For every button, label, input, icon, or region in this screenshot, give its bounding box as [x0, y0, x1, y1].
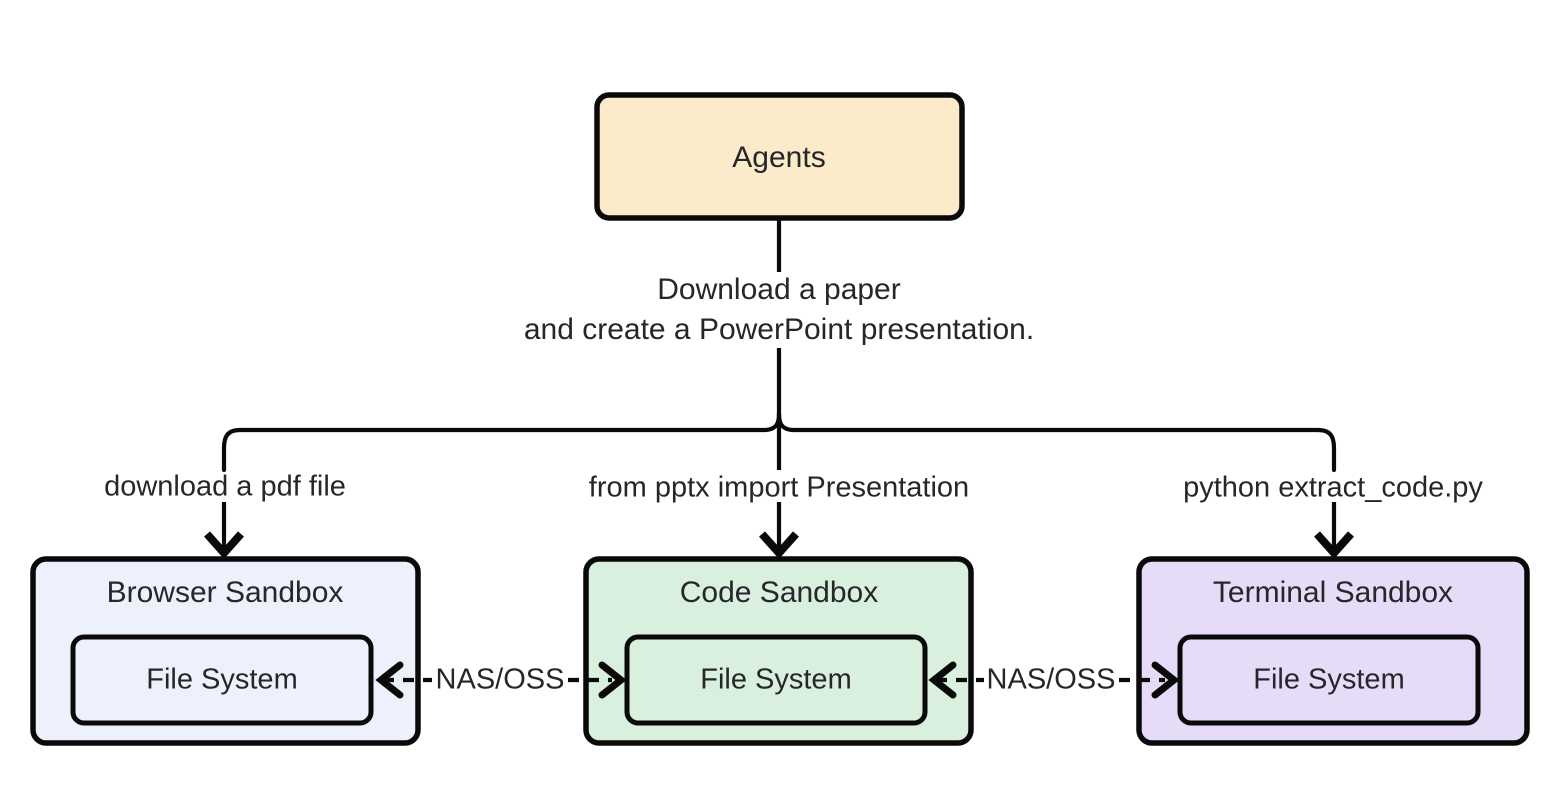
- node-terminal-file-system-label: File System: [1253, 664, 1404, 696]
- node-agents[interactable]: Agents: [594, 92, 965, 221]
- node-browser-file-system-label: File System: [146, 664, 297, 696]
- edge-browser-code-nas-oss: NAS/OSS: [375, 661, 627, 699]
- node-terminal-sandbox[interactable]: Terminal Sandbox File System: [1136, 556, 1530, 746]
- node-code-sandbox-label: Code Sandbox: [680, 576, 879, 609]
- node-agents-box[interactable]: [594, 92, 965, 221]
- edge-to-code-sandbox: [759, 502, 799, 559]
- node-browser-sandbox[interactable]: Browser Sandbox File System: [30, 556, 421, 746]
- node-code-file-system-label: File System: [700, 664, 851, 696]
- edge-label-to-terminal: python extract_code.py: [1183, 472, 1483, 504]
- node-terminal-sandbox-label: Terminal Sandbox: [1213, 576, 1453, 609]
- edge-label-task-line1: Download a paper: [657, 273, 901, 306]
- edge-label-task: Download a paper and create a PowerPoint…: [524, 273, 1034, 346]
- edge-label-extract-code: python extract_code.py: [1183, 472, 1483, 504]
- edge-label-to-code: from pptx import Presentation: [589, 472, 969, 504]
- node-terminal-file-system-box[interactable]: [1177, 634, 1481, 726]
- edge-to-terminal-sandbox: [1314, 502, 1354, 559]
- edge-label-browser-code-link: NAS/OSS: [436, 664, 565, 696]
- edge-label-import-presentation: from pptx import Presentation: [589, 472, 969, 504]
- edge-label-download-pdf: download a pdf file: [104, 471, 346, 503]
- edge-to-browser-sandbox: [204, 502, 244, 559]
- node-code-file-system-box[interactable]: [624, 634, 928, 726]
- node-browser-sandbox-label: Browser Sandbox: [107, 576, 344, 609]
- edge-split-brace: [221, 411, 1337, 473]
- edge-label-code-terminal-link: NAS/OSS: [987, 664, 1116, 696]
- node-agents-label: Agents: [732, 141, 825, 174]
- edge-label-task-line2: and create a PowerPoint presentation.: [524, 313, 1034, 346]
- node-browser-file-system-box[interactable]: [70, 634, 374, 726]
- node-code-sandbox[interactable]: Code Sandbox File System: [583, 556, 974, 746]
- edge-code-terminal-nas-oss: NAS/OSS: [928, 661, 1180, 699]
- edge-label-to-browser: download a pdf file: [104, 471, 346, 503]
